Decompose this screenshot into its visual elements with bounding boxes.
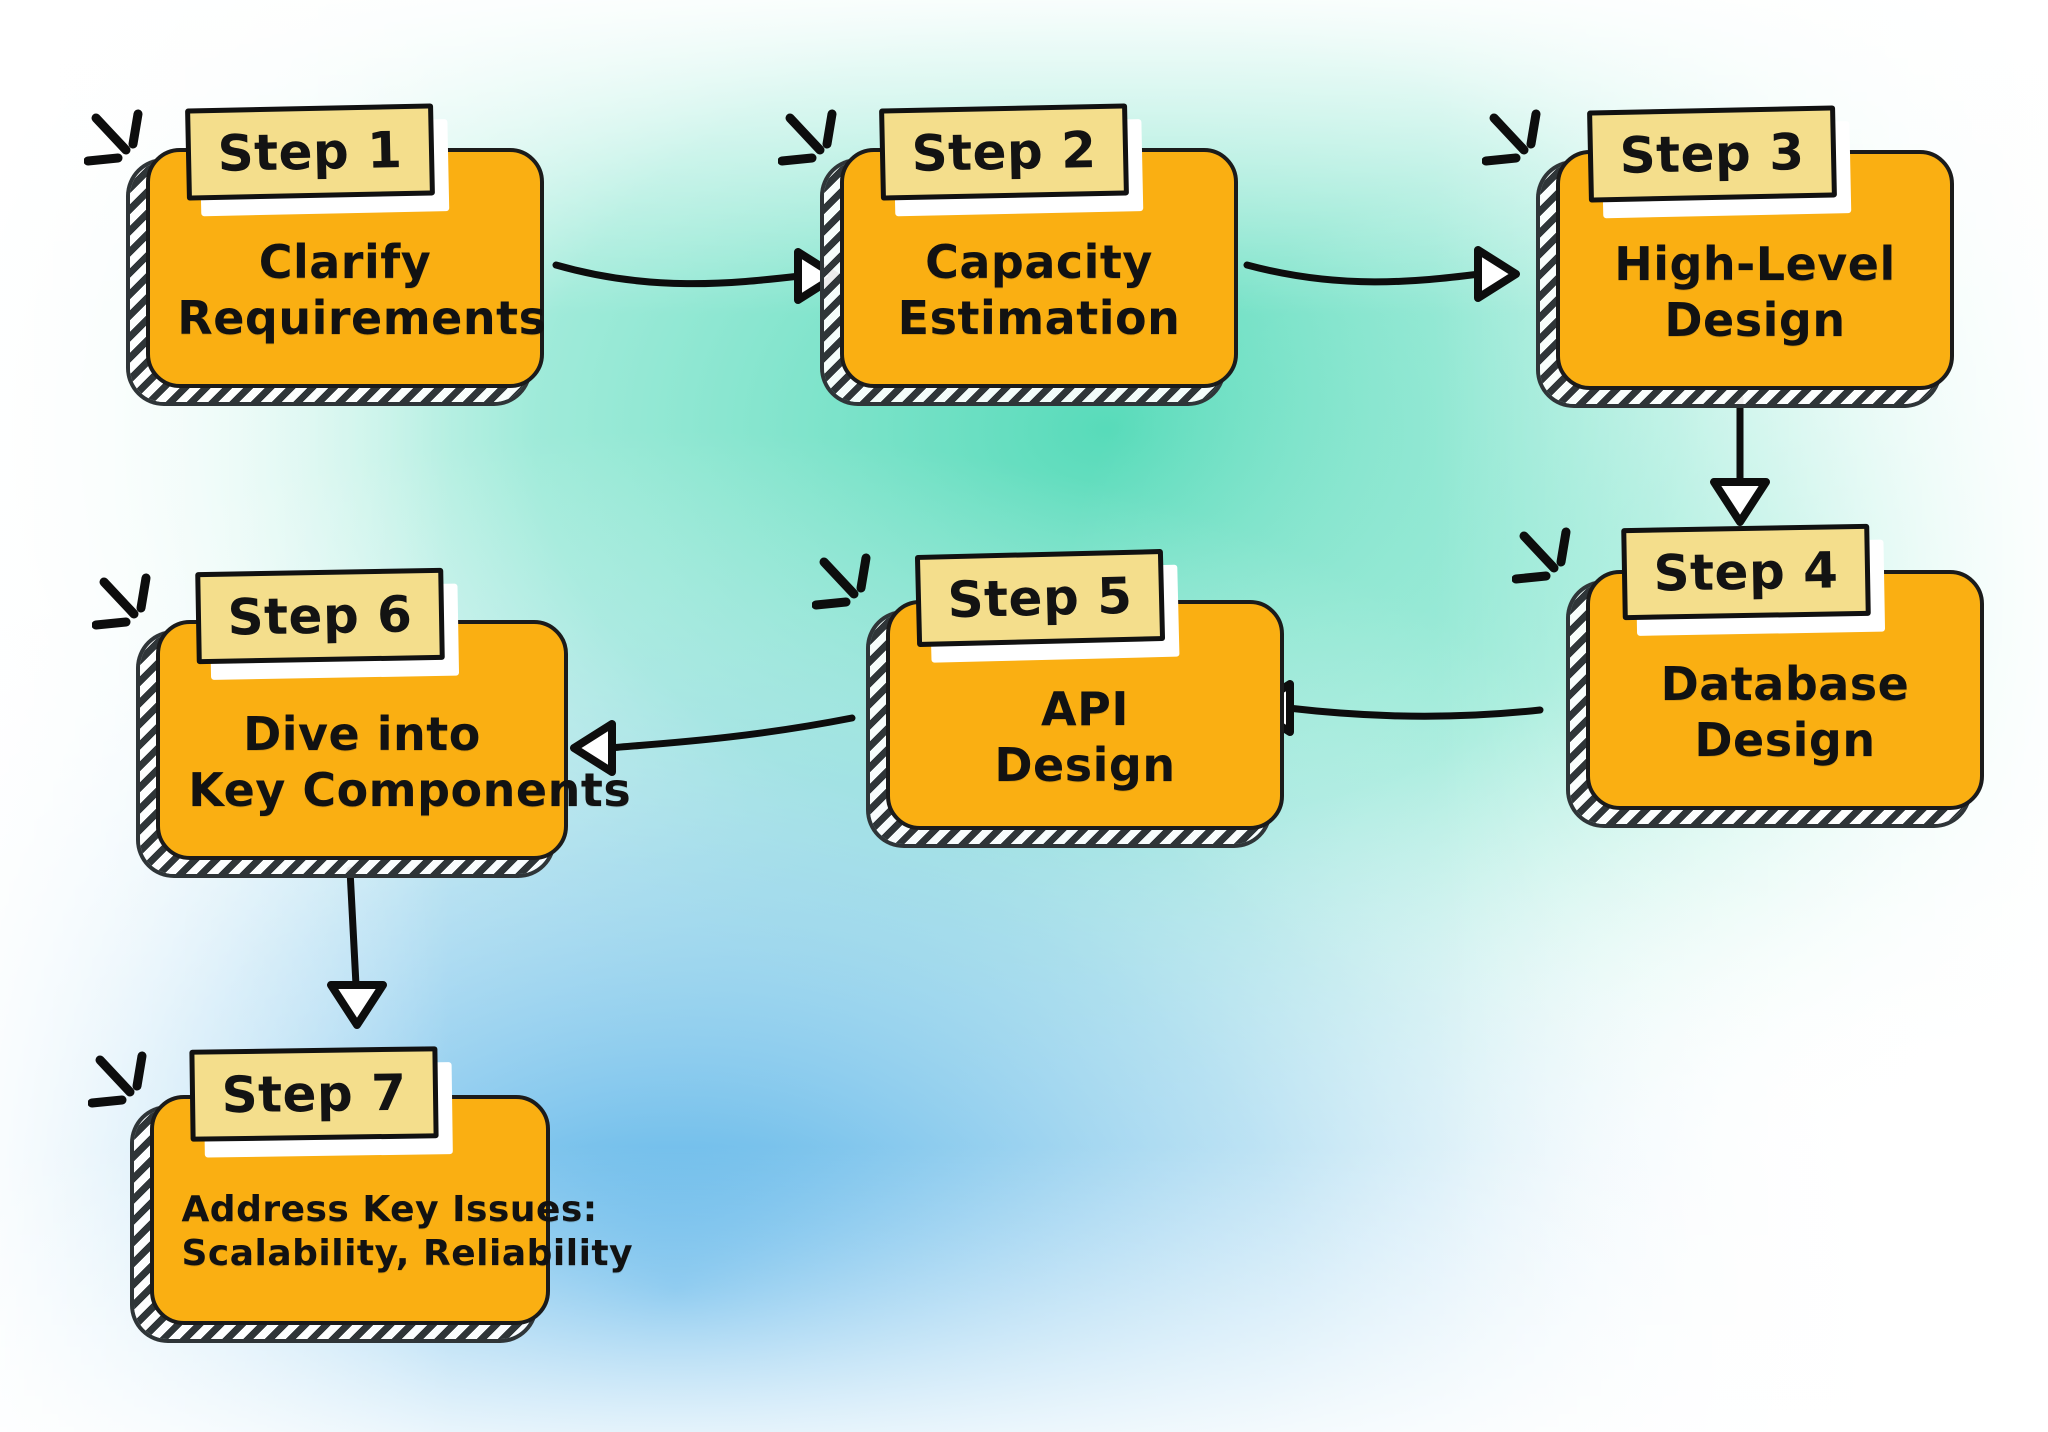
node-label-line: High-Level xyxy=(1614,236,1896,291)
node-label: API Design xyxy=(917,637,1252,793)
step-tab-step2[interactable]: Step 2 xyxy=(879,103,1144,217)
sparkle-icon-step3 xyxy=(1482,109,1541,166)
node-label-line: Address Key Issues: xyxy=(181,1189,598,1231)
node-label-line: Scalability, Reliability xyxy=(181,1233,634,1274)
sparkle-icon-step6 xyxy=(92,573,151,630)
node-label-line: Design xyxy=(1664,293,1846,347)
step-tab-step1[interactable]: Step 1 xyxy=(185,103,450,217)
tab-label: Step 7 xyxy=(189,1046,439,1142)
step-tab-step5[interactable]: Step 5 xyxy=(914,548,1180,663)
step-tab-step7[interactable]: Step 7 xyxy=(189,1046,453,1158)
node-label: Address Key Issues: Scalability, Reliabi… xyxy=(181,1144,634,1276)
node-label-line: Dive into xyxy=(243,706,481,761)
node-label: Dive into Key Components xyxy=(188,662,632,818)
node-label-line: Design xyxy=(994,738,1176,792)
node-label-line: API xyxy=(1041,681,1129,736)
node-label-line: Design xyxy=(1694,713,1876,767)
node-label: Clarify Requirements xyxy=(177,190,547,346)
step-tab-step6[interactable]: Step 6 xyxy=(195,567,460,680)
node-label: Database Design xyxy=(1617,612,1952,768)
node-label-line: Key Components xyxy=(188,763,632,817)
step-tab-step3[interactable]: Step 3 xyxy=(1587,105,1852,219)
node-label: Capacity Estimation xyxy=(871,190,1206,346)
node-label-line: Requirements xyxy=(177,291,547,345)
node-label-line: Estimation xyxy=(897,291,1181,345)
sparkle-icon-step2 xyxy=(778,109,837,166)
node-label-line: Capacity xyxy=(925,234,1153,289)
tab-label: Step 5 xyxy=(914,548,1166,648)
sparkle-icon-step4 xyxy=(1512,527,1571,584)
card-body: Address Key Issues: Scalability, Reliabi… xyxy=(150,1095,634,1325)
node-label-line: Clarify xyxy=(258,234,432,289)
node-label: High-Level Design xyxy=(1587,192,1922,348)
tab-label: Step 1 xyxy=(185,103,435,201)
sparkle-icon-step1 xyxy=(84,109,143,166)
sparkle-icon-step7 xyxy=(88,1051,147,1108)
sparkle-icon-step5 xyxy=(812,553,871,610)
step-tab-step4[interactable]: Step 4 xyxy=(1621,523,1886,636)
tab-label: Step 2 xyxy=(879,103,1129,201)
node-label-line: Database xyxy=(1660,656,1910,711)
tab-label: Step 4 xyxy=(1621,523,1871,621)
tab-label: Step 6 xyxy=(195,567,445,665)
tab-label: Step 3 xyxy=(1587,105,1837,203)
